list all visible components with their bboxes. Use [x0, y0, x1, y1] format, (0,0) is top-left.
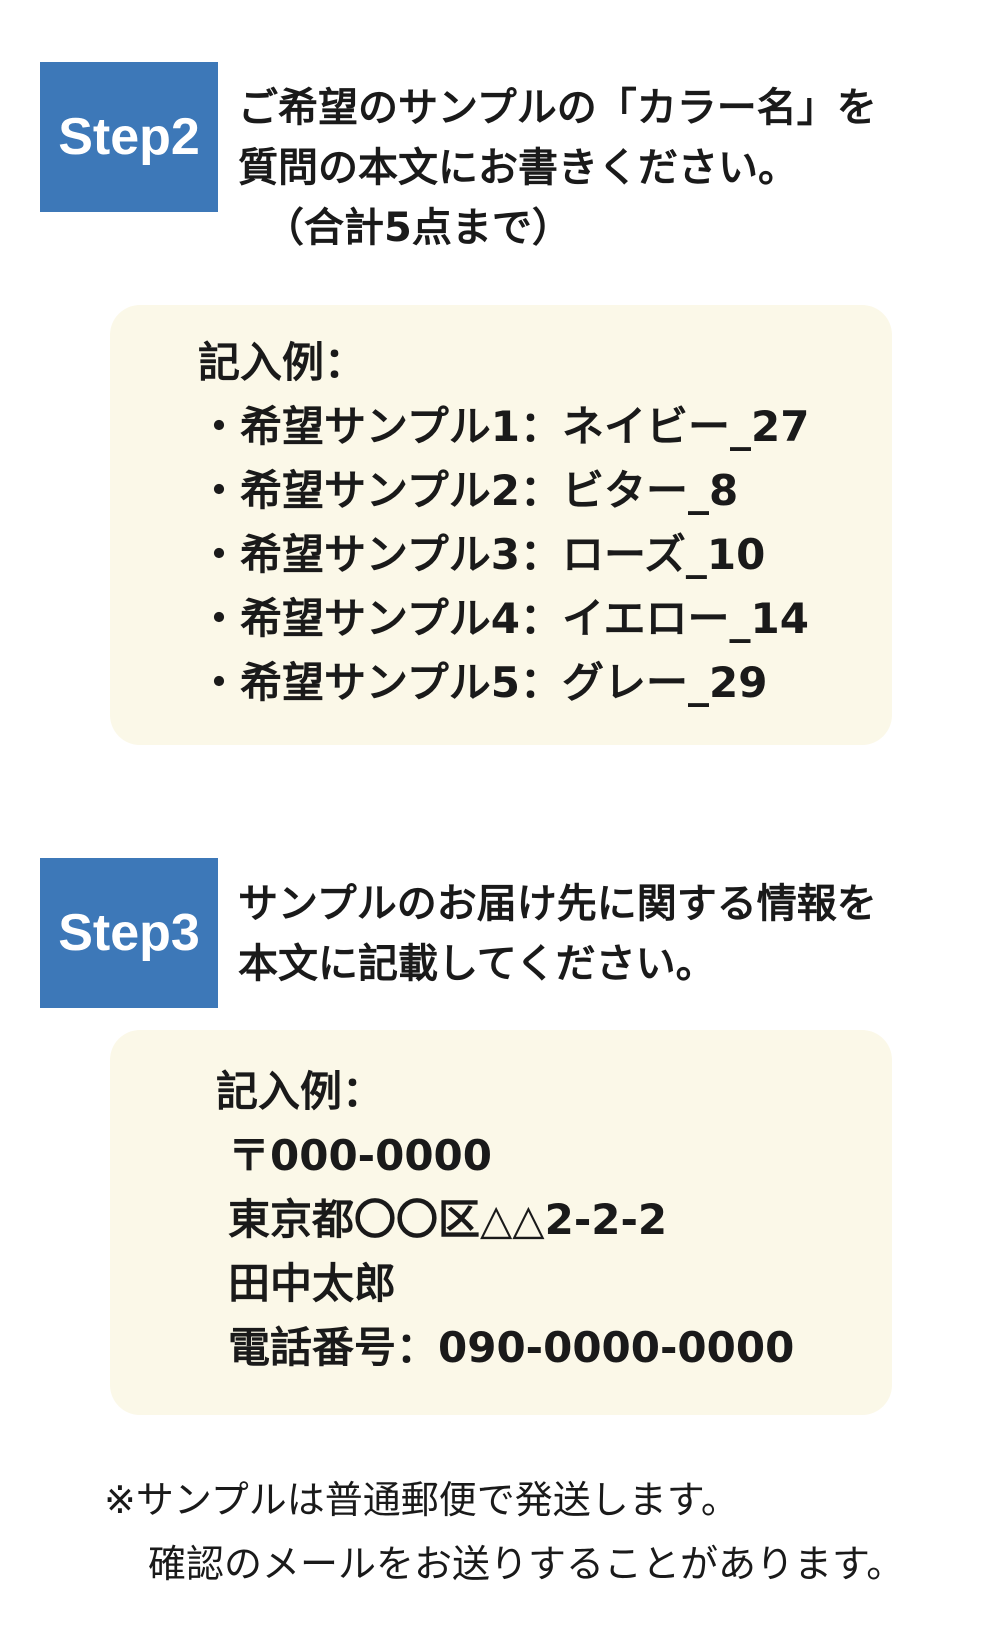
- step2-instruction-line-1: ご希望のサンプルの「カラー名」を: [238, 85, 877, 131]
- step3-badge: Step3: [40, 858, 218, 1008]
- footer-note-line-1: ※サンプルは普通郵便で発送します。: [104, 1478, 739, 1522]
- step2-example-item: ・希望サンプル5：グレー_29: [198, 658, 768, 707]
- step2-badge: Step2: [40, 62, 218, 212]
- step2-instruction-line-2: 質問の本文にお書きください。: [238, 145, 798, 191]
- step3-instructions: サンプルのお届け先に関する情報を 本文に記載してください。: [238, 874, 877, 994]
- step3-example-postal-code: 〒000-0000: [228, 1131, 492, 1180]
- step2-example-list: 記入例： ・希望サンプル1：ネイビー_27 ・希望サンプル2：ビター_8 ・希望…: [198, 331, 809, 715]
- step3-instruction-line-1: サンプルのお届け先に関する情報を: [238, 881, 877, 927]
- step2-limit-note: （合計5点まで）: [264, 205, 572, 251]
- step2-example-item: ・希望サンプル3：ローズ_10: [198, 530, 766, 579]
- step2-example-box: 記入例： ・希望サンプル1：ネイビー_27 ・希望サンプル2：ビター_8 ・希望…: [110, 305, 892, 745]
- step3-example-list: 記入例： 〒000-0000 東京都〇〇区△△2-2-2 田中太郎 電話番号：0…: [216, 1060, 794, 1380]
- step2-example-item: ・希望サンプル2：ビター_8: [198, 466, 739, 515]
- step3-example-box: 記入例： 〒000-0000 東京都〇〇区△△2-2-2 田中太郎 電話番号：0…: [110, 1030, 892, 1415]
- step3-instruction-line-2: 本文に記載してください。: [238, 941, 716, 987]
- step3-example-address: 東京都〇〇区△△2-2-2: [228, 1195, 668, 1244]
- step2-example-item: ・希望サンプル1：ネイビー_27: [198, 402, 810, 451]
- step2-example-item: ・希望サンプル4：イエロー_14: [198, 594, 809, 643]
- step2-instructions: ご希望のサンプルの「カラー名」を 質問の本文にお書きください。 （合計5点まで）: [238, 78, 877, 258]
- step3-example-name: 田中太郎: [228, 1259, 397, 1308]
- step3-example-phone: 電話番号：090-0000-0000: [228, 1323, 795, 1372]
- footer-note: ※サンプルは普通郵便で発送します。 確認のメールをお送りすることがあります。: [104, 1468, 904, 1596]
- step3-example-heading: 記入例：: [216, 1067, 385, 1116]
- step2-example-heading: 記入例：: [198, 338, 367, 387]
- footer-note-line-2: 確認のメールをお送りすることがあります。: [148, 1542, 905, 1586]
